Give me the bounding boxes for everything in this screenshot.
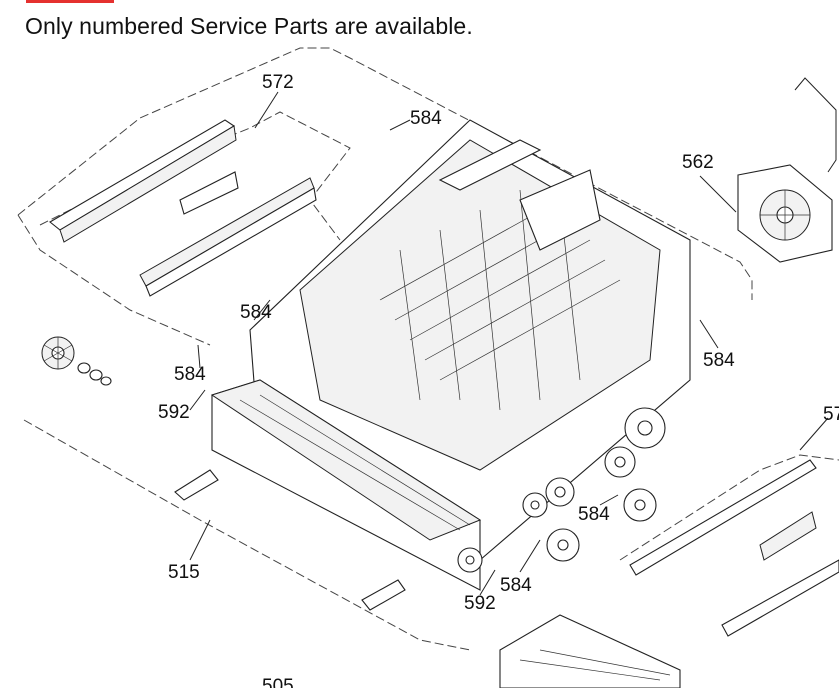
rail-part-right-lower bbox=[629, 459, 839, 637]
callout-505: 505 bbox=[262, 676, 294, 688]
callout-584-left: 584 bbox=[174, 364, 206, 385]
leader-lines bbox=[189, 91, 829, 596]
callout-584-right: 584 bbox=[703, 350, 735, 371]
service-parts-notice: Only numbered Service Parts are availabl… bbox=[25, 13, 473, 39]
callout-584-mid-left: 584 bbox=[240, 302, 272, 323]
callout-592-bottom: 592 bbox=[464, 593, 496, 614]
callout-515: 515 bbox=[168, 562, 200, 583]
drive-knob bbox=[41, 336, 112, 386]
group-outline-lower-right bbox=[619, 454, 839, 561]
group-outline-upper-left bbox=[17, 214, 211, 346]
callout-584-gears: 584 bbox=[578, 504, 610, 525]
group-outline-lower-left bbox=[23, 419, 471, 651]
callout-562: 562 bbox=[682, 152, 714, 173]
callout-584-bottom: 584 bbox=[500, 575, 532, 596]
rail-part-left-upper bbox=[49, 119, 317, 297]
callout-584-top: 584 bbox=[410, 108, 442, 129]
accent-bar bbox=[26, 0, 114, 3]
callout-592-left: 592 bbox=[158, 402, 190, 423]
front-tray bbox=[210, 379, 482, 591]
lower-unit-partial bbox=[499, 614, 681, 688]
callout-57-cut: 57 bbox=[823, 404, 839, 425]
cooling-fan bbox=[737, 77, 837, 263]
group-outline-upper bbox=[17, 47, 753, 300]
bracket-lower-left bbox=[174, 469, 406, 611]
callout-572: 572 bbox=[262, 72, 294, 93]
gear-cluster bbox=[457, 407, 666, 573]
